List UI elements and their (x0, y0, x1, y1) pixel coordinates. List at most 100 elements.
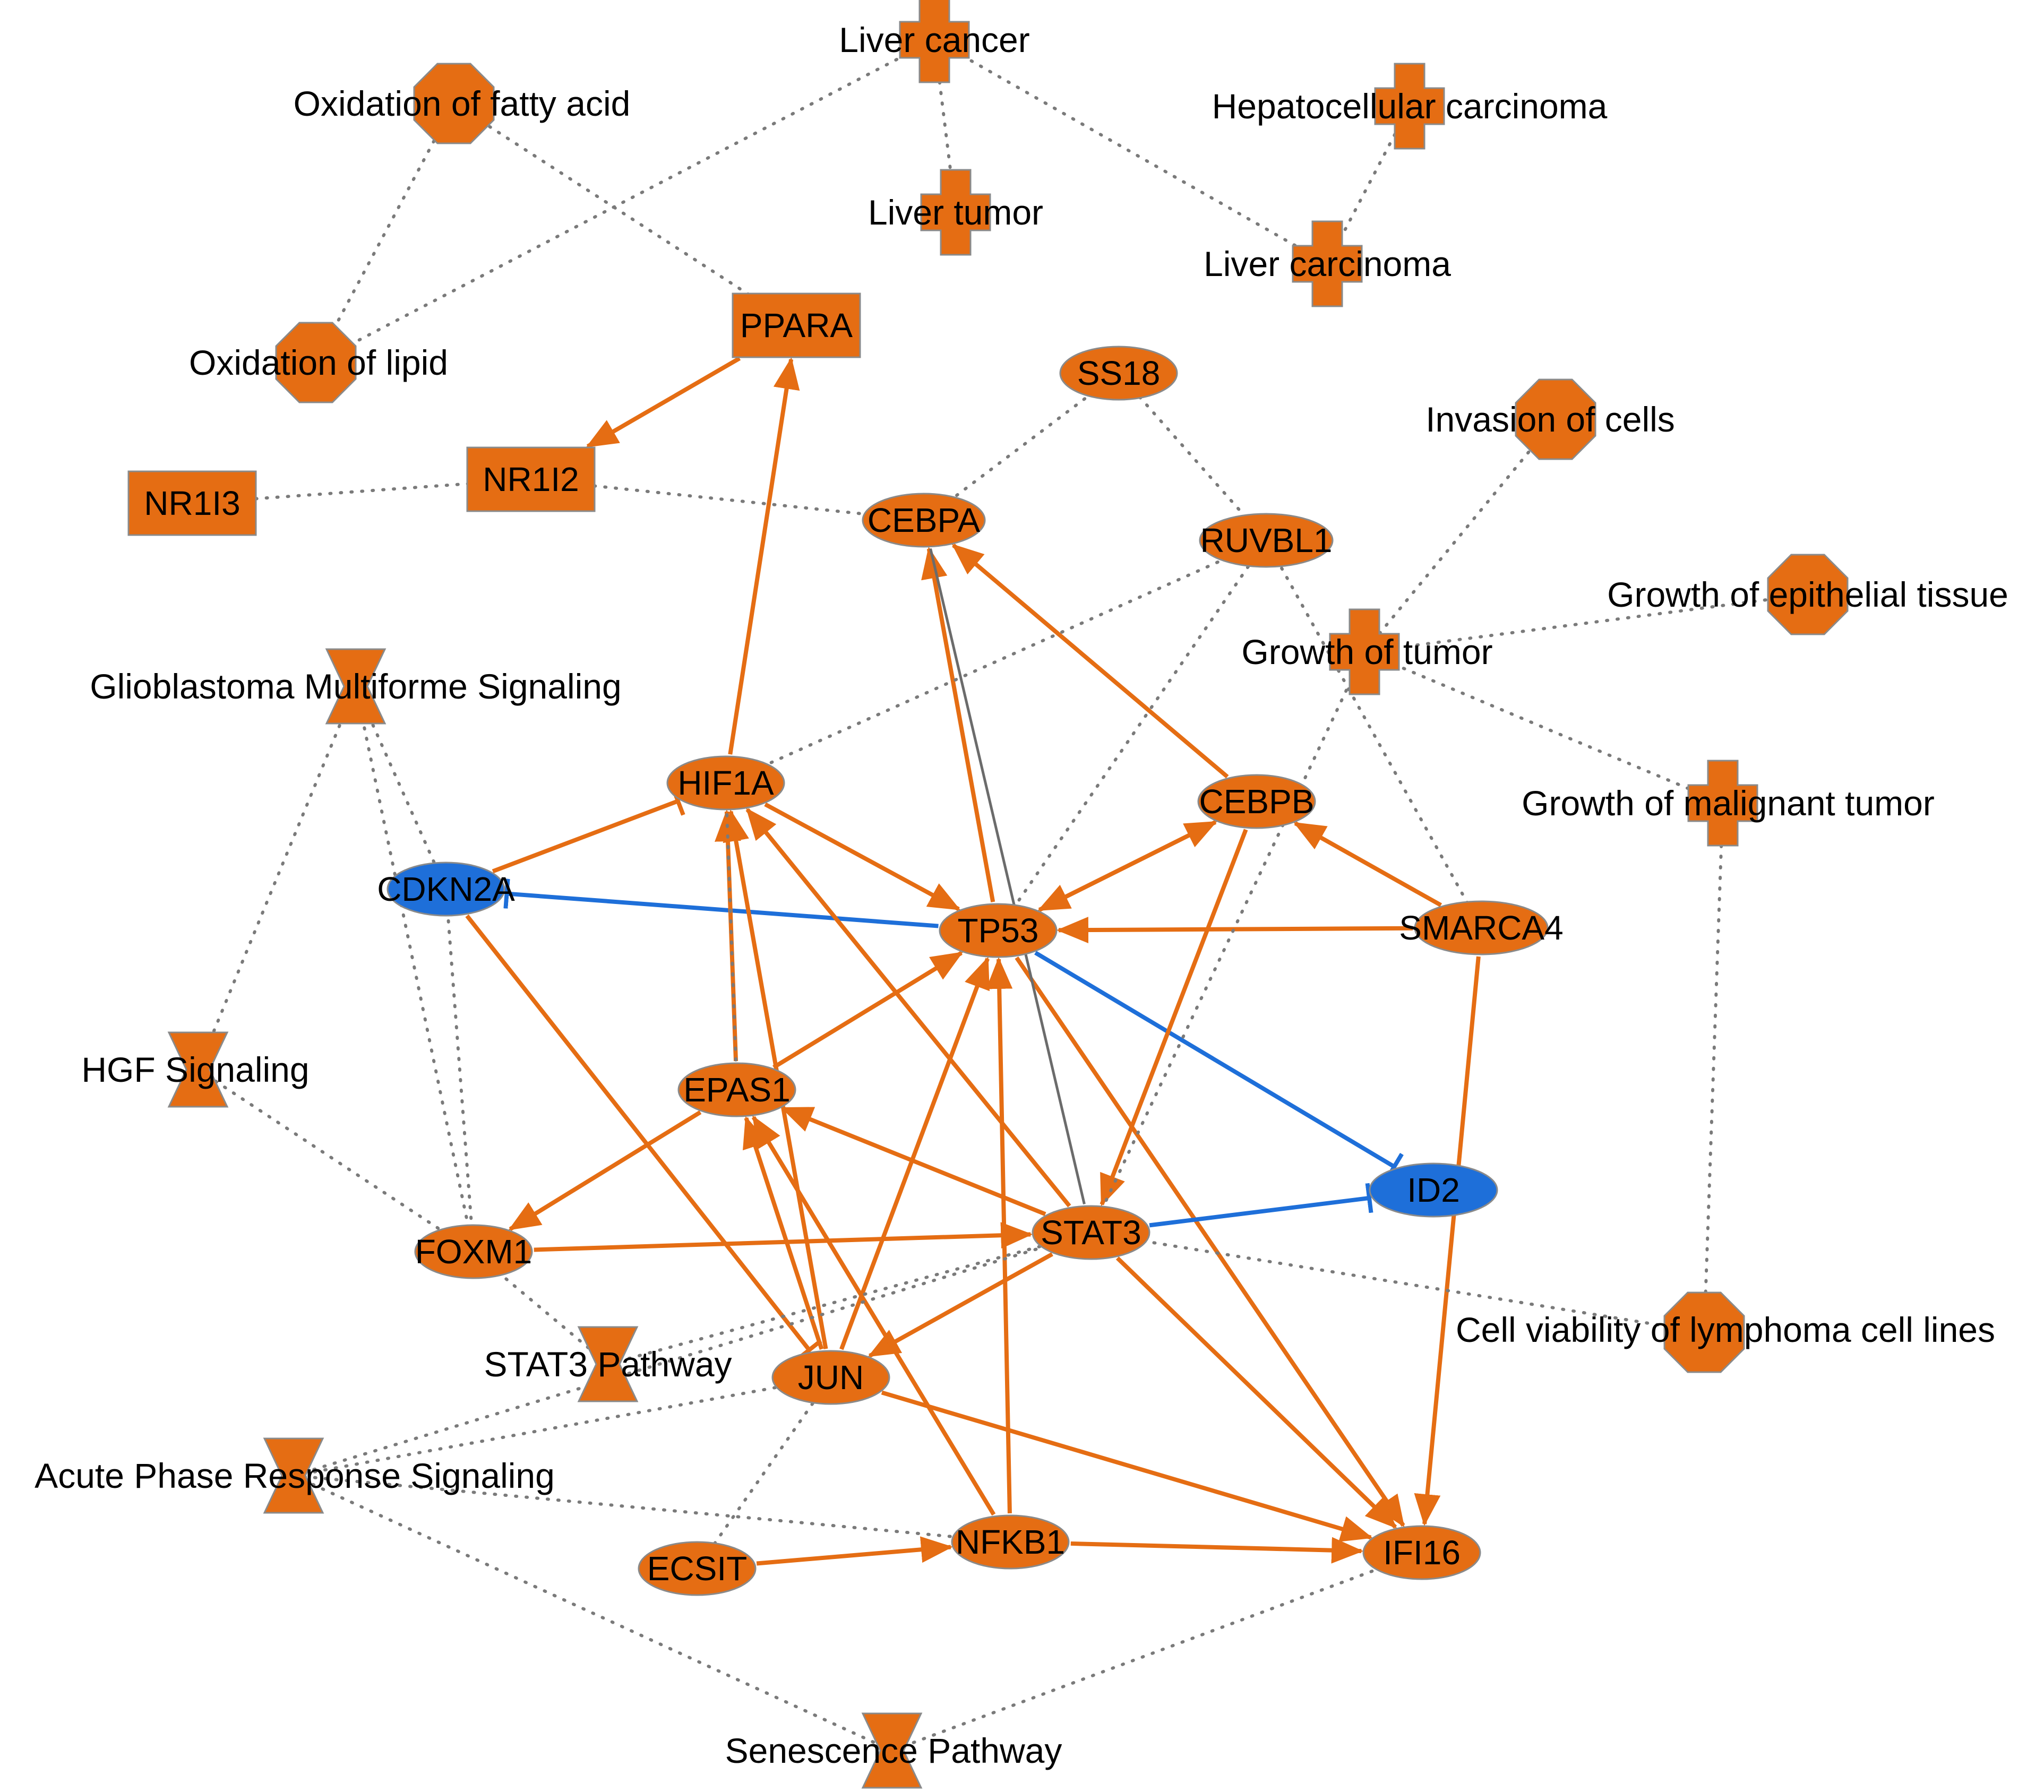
node-senescence-hourglass[interactable] (861, 1712, 923, 1789)
node-foxm1-ellipse[interactable] (414, 1224, 533, 1279)
edge-jun-ecsit (695, 1376, 832, 1570)
edge-cebpb-tp53 (1037, 820, 1217, 912)
label-cell_viab: Cell viability of lymphoma cell lines (1456, 1310, 1995, 1349)
edge-cebpb-cebpa (951, 543, 1229, 779)
node-nr1i3-rect[interactable] (127, 470, 257, 536)
node-liver_carcinoma-cross[interactable] (1292, 220, 1363, 307)
edge-tp53-id2 (1034, 951, 1404, 1181)
edge-stat3-stat3_path (606, 1231, 1093, 1366)
edge-gbm-foxm1 (354, 685, 475, 1253)
label-growth_malig: Growth of malignant tumor (1522, 783, 1935, 823)
label-liver_tumor: Liver tumor (868, 193, 1043, 232)
edge-ss18-cebpa (922, 372, 1120, 522)
node-smarca4-ellipse[interactable] (1414, 900, 1549, 955)
edge-hif1a-tp53 (764, 802, 961, 911)
label-senescence: Senescence Pathway (725, 1731, 1062, 1770)
node-cebpb-ellipse[interactable] (1197, 774, 1316, 829)
edge-epas1-tp53 (772, 951, 964, 1070)
node-growth_tumor-cross[interactable] (1329, 608, 1400, 695)
node-stat3_path-hourglass[interactable] (577, 1326, 639, 1402)
edge-acute-nfkb1 (292, 1474, 1012, 1544)
node-cebpa-ellipse[interactable] (862, 493, 986, 548)
node-stat3-ellipse[interactable] (1032, 1205, 1150, 1260)
label-jun: JUN (798, 1358, 864, 1397)
node-epas1-ellipse[interactable] (677, 1062, 796, 1117)
label-growth_epi: Growth of epithelial tissue (1607, 575, 2008, 614)
edge-smarca4-ifi16 (1414, 956, 1481, 1527)
label-liver_cancer: Liver cancer (839, 20, 1030, 59)
edge-ox_fatty-ox_lipid (314, 102, 456, 364)
edge-gbm-hgf (196, 685, 357, 1071)
edge-ruvbl1-tp53 (997, 539, 1268, 932)
edge-hgf-foxm1 (196, 1068, 475, 1253)
edge-acute-senescence (292, 1474, 894, 1752)
node-ecsit-ellipse[interactable] (638, 1541, 757, 1596)
edge-liver_cancer-liver_carcinoma (933, 38, 1329, 265)
node-liver_tumor-cross[interactable] (920, 169, 991, 256)
node-hgf-hourglass[interactable] (167, 1031, 229, 1108)
label-invasion: Invasion of cells (1425, 400, 1675, 439)
label-smarca4: SMARCA4 (1399, 909, 1563, 947)
edge-jun-epas1 (743, 1116, 824, 1350)
edge-foxm1-stat3 (534, 1222, 1033, 1252)
node-invasion-octagon[interactable] (1515, 378, 1596, 460)
edge-stat3-jun (868, 1252, 1053, 1358)
node-liver_cancer-cross[interactable] (899, 0, 970, 83)
edge-epas1-hif1a (715, 809, 741, 1062)
label-stat3_path: STAT3 Pathway (484, 1345, 732, 1384)
label-ppara: PPARA (740, 306, 853, 344)
edge-layer (191, 38, 1809, 1752)
label-ss18: SS18 (1077, 354, 1161, 392)
node-growth_epi-octagon[interactable] (1767, 554, 1849, 635)
node-cell_viab-octagon[interactable] (1663, 1291, 1745, 1373)
node-tp53-ellipse[interactable] (939, 903, 1058, 958)
node-cdkn2a-ellipse[interactable] (387, 861, 505, 917)
node-acute-hourglass[interactable] (263, 1437, 324, 1514)
edge-growth_epi-growth_tumor (1363, 593, 1809, 653)
node-ppara-rect[interactable] (732, 292, 861, 358)
edge-tp53-ifi16 (1015, 956, 1405, 1528)
label-liver_carcinoma: Liver carcinoma (1204, 244, 1451, 283)
edge-tp53-cdkn2a (503, 878, 939, 928)
edge-nr1i3-nr1i2 (191, 478, 533, 505)
node-hcc-cross[interactable] (1374, 63, 1445, 150)
edge-growth_malig-cell_viab (1703, 802, 1724, 1334)
node-growth_malig-cross[interactable] (1687, 760, 1758, 847)
edge-smarca4-tp53 (1056, 917, 1413, 944)
edge-growth_tumor-stat3 (1089, 650, 1366, 1234)
edge-cdkn2a-foxm1 (444, 888, 475, 1253)
edge-acute-jun (292, 1376, 832, 1477)
edge-cdkn2a-jun (465, 914, 822, 1361)
node-ifi16-ellipse[interactable] (1362, 1525, 1481, 1580)
label-growth_tumor: Growth of tumor (1241, 632, 1492, 671)
edge-stat3-hif1a (745, 807, 1071, 1208)
edge-hif1a-epas1 (724, 781, 738, 1091)
edge-ruvbl1-hif1a (724, 539, 1268, 785)
label-acute: Acute Phase Response Signaling (35, 1456, 555, 1495)
node-nr1i2-rect[interactable] (466, 446, 596, 512)
node-jun-ellipse[interactable] (771, 1350, 890, 1405)
node-ruvbl1-ellipse[interactable] (1199, 513, 1334, 568)
node-ss18-ellipse[interactable] (1059, 346, 1178, 401)
node-hif1a-ellipse[interactable] (666, 755, 785, 811)
edge-stat3-id2 (1149, 1183, 1373, 1228)
edge-ecsit-nfkb1 (756, 1536, 953, 1566)
node-ox_fatty-octagon[interactable] (413, 63, 495, 144)
edge-nfkb1-tp53 (986, 957, 1013, 1514)
edge-liver_cancer-ox_lipid (314, 38, 936, 364)
label-cebpa: CEBPA (868, 501, 981, 539)
node-gbm-hourglass[interactable] (325, 648, 387, 725)
edge-stat3-cebpa (929, 548, 1086, 1204)
edge-stat3-ifi16 (1115, 1256, 1397, 1529)
label-hif1a: HIF1A (677, 764, 774, 802)
edge-ppara-nr1i2 (586, 356, 741, 449)
node-ox_lipid-octagon[interactable] (275, 322, 357, 403)
edge-liver_cancer-liver_tumor (933, 38, 957, 214)
edge-ifi16-senescence (890, 1551, 1423, 1752)
label-ox_fatty: Oxidation of fatty acid (294, 84, 631, 123)
label-cebpb: CEBPB (1199, 782, 1315, 821)
node-id2-ellipse[interactable] (1369, 1162, 1498, 1218)
node-nfkb1-ellipse[interactable] (951, 1514, 1070, 1570)
